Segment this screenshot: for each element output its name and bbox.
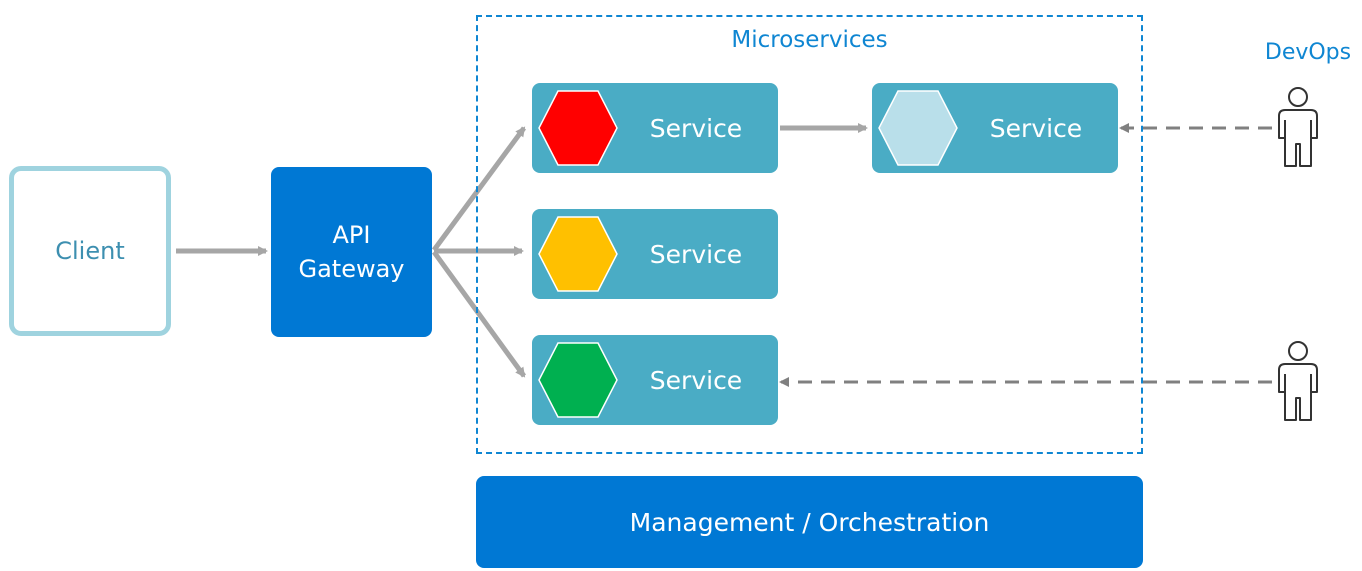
hexagon-icon <box>538 216 618 292</box>
service-green[interactable]: Service <box>532 335 778 425</box>
hexagon-shape <box>538 342 618 418</box>
service-red[interactable]: Service <box>532 83 778 173</box>
hexagon-shape <box>538 90 618 166</box>
management-orchestration-bar[interactable]: Management / Orchestration <box>476 476 1143 568</box>
service-label: Service <box>649 113 743 143</box>
person-icon <box>1278 341 1318 421</box>
gateway-label-line2: Gateway <box>298 255 405 283</box>
client-box[interactable]: Client <box>9 166 171 336</box>
client-label: Client <box>55 237 125 265</box>
service-label: Service <box>649 239 743 269</box>
microservices-title: Microservices <box>731 27 888 53</box>
hexagon-icon <box>878 90 958 166</box>
service-label: Service <box>989 113 1083 143</box>
arrow-gateway-to-service-red <box>431 126 527 252</box>
service-label: Service <box>649 365 743 395</box>
service-light[interactable]: Service <box>872 83 1118 173</box>
hexagon-icon <box>538 90 618 166</box>
management-label: Management / Orchestration <box>629 507 990 537</box>
devops-label: DevOps <box>1264 40 1352 65</box>
person-icon <box>1278 87 1318 167</box>
arrow-gateway-to-service-green <box>431 250 527 378</box>
hexagon-shape <box>538 216 618 292</box>
hexagon-icon <box>538 342 618 418</box>
microservices-frame <box>476 15 1143 454</box>
hexagon-shape <box>878 90 958 166</box>
gateway-label-line1: API <box>332 221 371 249</box>
service-yellow[interactable]: Service <box>532 209 778 299</box>
api-gateway-box[interactable]: API Gateway <box>271 167 432 337</box>
